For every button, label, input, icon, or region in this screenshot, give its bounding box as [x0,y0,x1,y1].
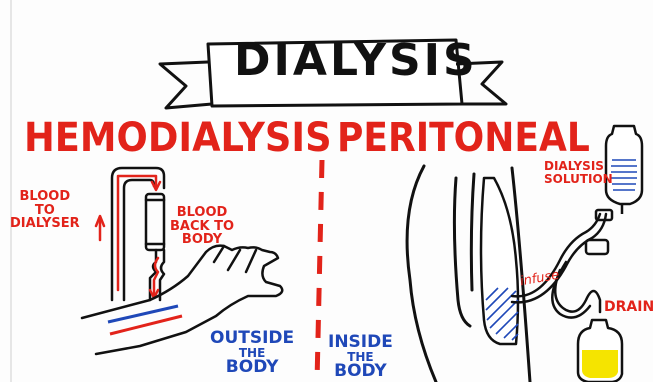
peritoneal-heading: PERITONEAL [337,118,590,158]
hemodialysis-heading: HEMODIALYSIS [24,118,332,158]
outside-the-body-label: OUTSIDE THE BODY [210,330,294,376]
divider-dashed-line [317,160,322,382]
blood-to-dialyser-label: BLOOD TO DIALYSER [10,190,80,231]
blood-back-to-body-label: BLOOD BACK TO BODY [170,206,234,247]
page-title: DIALYSIS [234,39,478,83]
dialysis-solution-label: DIALYSIS SOLUTION [544,160,613,185]
catheter-tube [512,214,606,318]
drain-bag [578,320,622,382]
drain-label: DRAIN [604,300,653,315]
inside-the-body-label: INSIDE THE BODY [328,334,393,380]
